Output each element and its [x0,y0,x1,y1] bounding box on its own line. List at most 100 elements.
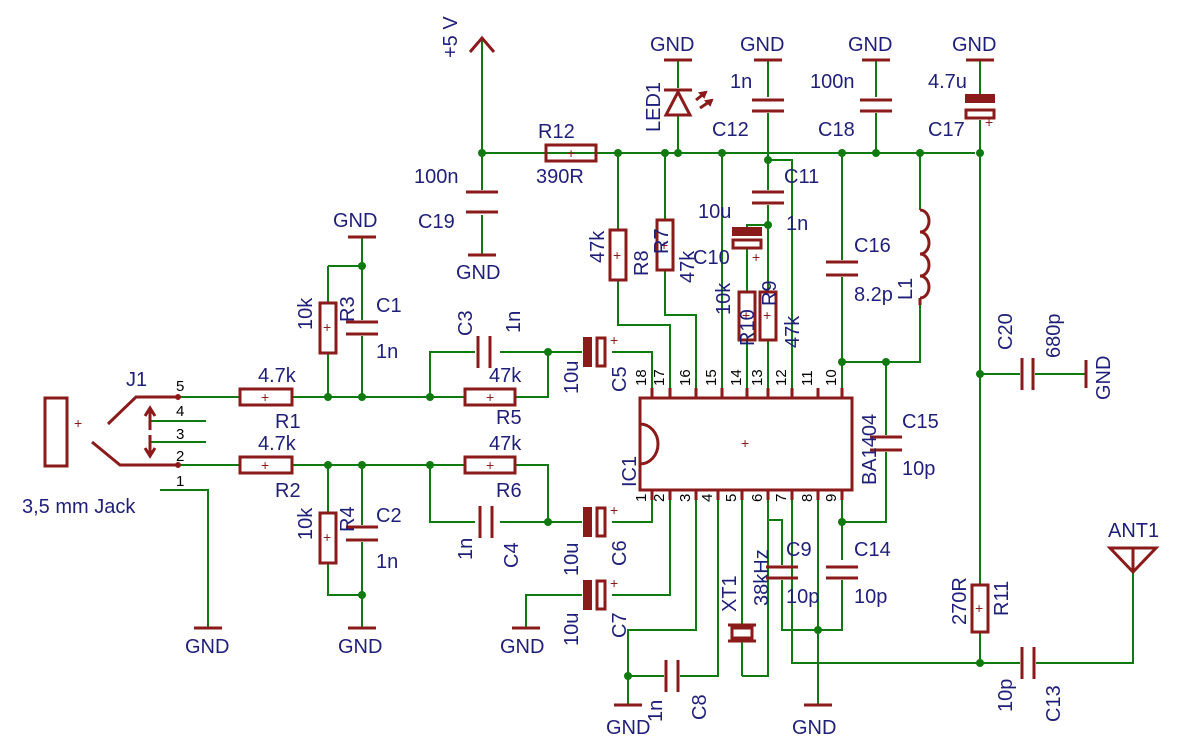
ic-pin-16: 16 [677,369,694,386]
r4-value: 10k [295,507,317,540]
gnd-label-c12: GND [740,34,784,56]
r3-label: R3 [337,296,359,322]
c20-value: 680p [1043,314,1065,359]
ic1-value: BA1404 [859,414,881,485]
r3-value: 10k [295,297,317,330]
c19-value: 100n [414,166,459,188]
r2-value: 4.7k [258,433,297,455]
crystal-xt1 [728,623,756,643]
ic1-body [638,388,854,500]
ic-pin-14: 14 [728,369,745,386]
resistors [238,143,990,634]
ic-pin-18: 18 [633,369,650,386]
c8-label: C8 [689,694,711,720]
gnd-label-led: GND [650,34,694,56]
r11-value: 270R [949,577,971,625]
c13-label: C13 [1043,685,1065,722]
c4-label: C4 [501,542,523,568]
c5-value: 10u [561,361,583,394]
ic-pin-9: 9 [823,494,840,502]
gnd-label-c7: GND [500,636,544,658]
plus-mark: + [74,415,82,431]
c18-value: 100n [810,71,855,93]
c6-value: 10u [561,543,583,576]
gnd-label-c18: GND [848,34,892,56]
c12-label: C12 [712,119,749,141]
c20-label: C20 [995,313,1017,350]
j1-pin-numbers: 5 4 3 2 1 [176,378,184,490]
r9-label: R9 [759,280,781,306]
ic-pin-11: 11 [799,370,816,386]
r5-value: 47k [489,365,522,387]
gnd-label-r4: GND [338,636,382,658]
ant1-label: ANT1 [1108,520,1159,542]
vcc-symbol [468,35,496,53]
plus-mark: + [323,529,331,545]
ic-pin-15: 15 [703,369,720,386]
ic-pin-3: 3 [677,494,694,502]
c17-value: 4.7u [928,71,967,93]
ic-pin-7: 7 [773,494,790,502]
ic-pin-12: 12 [773,369,790,386]
capacitors [346,98,1036,692]
junctions [324,149,984,680]
vcc-label: +5 V [440,16,462,58]
plus-mark: + [610,502,618,518]
r2-label: R2 [275,480,301,502]
r11-label: R11 [991,581,1013,616]
plus-mark: + [261,389,269,405]
plus-mark: + [985,114,993,130]
gnd-label-jack: GND [185,636,229,658]
plus-mark: + [486,389,494,405]
ic-pin-17: 17 [651,369,668,386]
plus-mark: + [261,457,269,473]
plus-mark: + [741,435,749,451]
gnd-label-c20: GND [1093,356,1115,400]
c11-value: 1n [786,213,808,235]
r12-value: 390R [536,166,584,188]
plus-mark: + [752,249,760,265]
plus-mark: + [486,457,494,473]
c15-label: C15 [902,411,939,433]
r7-value: 47k [677,250,699,283]
r8-value: 47k [587,230,609,263]
r6-value: 47k [489,433,522,455]
led1-label: LED1 [643,82,665,132]
ic1-pin-numbers: 18 17 16 15 14 13 12 11 10 1 2 3 4 5 6 7… [633,369,840,502]
j1-value: 3,5 mm Jack [22,496,136,518]
r4-label: R4 [337,506,359,532]
r12-label: R12 [538,121,575,143]
c17-label: C17 [928,119,965,141]
ic-pin-5: 5 [723,494,740,502]
c10-value: 10u [698,201,731,223]
c14-label: C14 [854,539,891,561]
c12-value: 1n [730,71,752,93]
plus-mark: + [742,307,750,323]
r1-label: R1 [275,411,301,433]
gnd-label-c17: GND [952,34,996,56]
ic1-label: IC1 [619,456,641,487]
j1-pin-5: 5 [176,378,184,395]
c18-label: C18 [818,119,855,141]
c1-value: 1n [376,341,398,363]
xt1-label: XT1 [719,575,741,612]
plus-mark: + [323,319,331,335]
c2-label: C2 [376,505,402,527]
c19-label: C19 [418,211,455,233]
gnd-label-c9: GND [792,717,836,739]
r1-value: 4.7k [258,365,297,387]
ic-pin-4: 4 [699,494,716,502]
ic-pin-13: 13 [749,369,766,386]
r10-label: R10 [737,309,759,346]
j1-pin-2: 2 [176,448,184,465]
c8-value: 1n [645,700,667,722]
r8-label: R8 [631,250,653,276]
r5-label: R5 [496,407,522,429]
r10-value: 10k [713,282,735,315]
c16-value: 8.2p [854,284,893,306]
plus-mark: + [567,145,575,161]
c9-value: 10p [786,586,819,608]
c10-label: C10 [693,247,730,269]
j1-pin-4: 4 [176,403,184,420]
r7-label: R7 [651,228,673,254]
